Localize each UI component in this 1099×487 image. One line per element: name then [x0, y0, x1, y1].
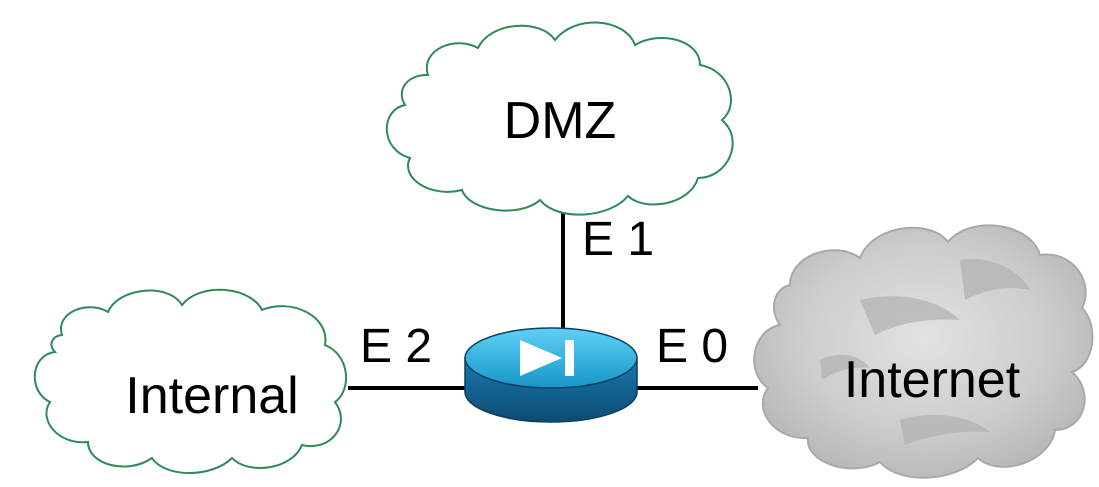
dmz-label: DMZ	[504, 92, 617, 150]
internet-label: Internet	[844, 351, 1021, 409]
dmz-cloud-outline	[385, 21, 734, 216]
dmz-cloud: DMZ	[385, 21, 734, 216]
port-e2-label: E 2	[360, 320, 432, 373]
port-labels: E 1 E 2 E 0	[360, 213, 728, 373]
internet-cloud: Internet	[753, 224, 1094, 479]
device-symbol-icon	[520, 340, 574, 376]
internal-cloud: Internal	[33, 288, 348, 474]
port-e1-label: E 1	[582, 213, 654, 266]
connection-lines	[348, 212, 758, 390]
internal-cloud-outline	[33, 288, 348, 474]
internet-cloud-shading	[820, 259, 1030, 445]
firewall-device	[464, 327, 638, 423]
internal-label: Internal	[125, 367, 298, 425]
port-e0-label: E 0	[656, 320, 728, 373]
internet-cloud-shape	[753, 224, 1094, 479]
